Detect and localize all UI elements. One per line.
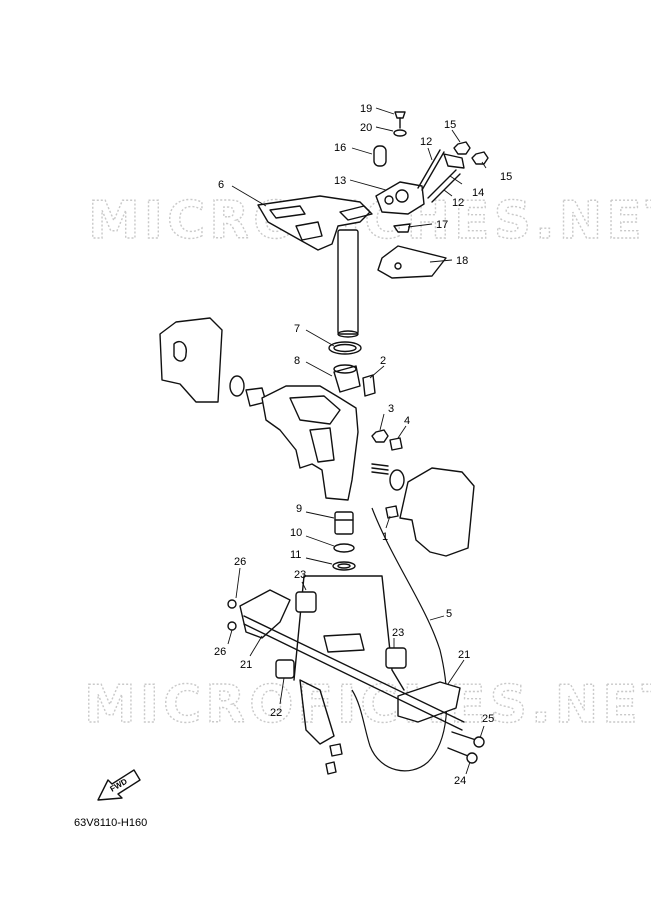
callouts: 19 20 16 12 15 15 14 13 12 6 17 18 7 8 2… — [214, 103, 512, 787]
part-2-plate — [362, 374, 376, 397]
callout-7: 7 — [294, 323, 300, 335]
callout-15-right: 15 — [500, 171, 512, 183]
callout-4: 4 — [404, 415, 410, 427]
callout-15-top: 15 — [444, 119, 456, 131]
callout-2: 2 — [380, 355, 386, 367]
part-13-bracket — [375, 181, 425, 215]
callout-22: 22 — [270, 707, 282, 719]
part-9-bushing — [334, 511, 354, 535]
lower-screw — [325, 743, 343, 775]
through-rod — [243, 615, 465, 731]
part-23-pad-left — [295, 591, 317, 613]
left-clamp-plate — [159, 317, 223, 403]
part-3-nut — [371, 429, 389, 443]
part-16-pin — [373, 145, 387, 167]
callout-6: 6 — [218, 179, 224, 191]
part-4-bolt — [389, 437, 403, 451]
callout-5: 5 — [446, 608, 452, 620]
watermark-top: MICROFICHES.NET — [88, 191, 651, 251]
swivel-bracket — [261, 385, 359, 501]
part-26-bolt-top — [227, 599, 237, 609]
callout-11: 11 — [290, 549, 301, 561]
callout-3: 3 — [388, 403, 394, 415]
callout-12-bottom: 12 — [452, 197, 464, 209]
spring-right — [371, 463, 389, 475]
callout-23-right: 23 — [392, 627, 404, 639]
part-15-nuts — [453, 141, 489, 165]
callout-20: 20 — [360, 122, 372, 134]
part-24-bolt — [447, 747, 478, 764]
part-22-pad — [275, 659, 295, 679]
part-25-bolt — [451, 731, 485, 748]
part-12-bolts — [417, 149, 461, 203]
callout-18: 18 — [456, 255, 468, 267]
callout-23-left: 23 — [294, 569, 306, 581]
part-19-screw — [394, 111, 406, 129]
right-clamp-plate — [399, 467, 475, 557]
callout-8: 8 — [294, 355, 300, 367]
fwd-arrow-icon: FWD — [97, 769, 141, 801]
callout-13: 13 — [334, 175, 346, 187]
part-23-pad-right — [385, 647, 407, 669]
callout-19: 19 — [360, 103, 372, 115]
callout-16: 16 — [334, 142, 346, 154]
callout-9: 9 — [296, 503, 302, 515]
part-6-steering-arm — [257, 195, 373, 338]
part-18-plate — [377, 245, 447, 279]
callout-14: 14 — [472, 187, 484, 199]
part-1-screw — [385, 505, 399, 519]
washer-left — [229, 375, 245, 397]
callout-24: 24 — [454, 775, 466, 787]
part-21-bracket-left — [239, 589, 291, 639]
part-11-seal — [332, 561, 356, 571]
callout-26-bottom: 26 — [214, 646, 226, 658]
callout-21-right: 21 — [458, 649, 470, 661]
part-8-bushing — [333, 364, 361, 393]
callout-10: 10 — [290, 527, 302, 539]
part-26-bolt-bottom — [227, 621, 237, 631]
part-7-ring — [328, 341, 362, 355]
callout-1: 1 — [382, 531, 388, 543]
part-17-clip — [393, 223, 411, 233]
part-5-wire — [351, 507, 448, 772]
part-20-washer — [393, 129, 407, 137]
callout-25: 25 — [482, 713, 494, 725]
leader-lines — [227, 107, 487, 775]
part-14-link — [443, 153, 465, 169]
callout-21-left: 21 — [240, 659, 252, 671]
callout-26-top: 26 — [234, 556, 246, 568]
part-10-o-ring — [333, 543, 355, 553]
callout-17: 17 — [436, 219, 448, 231]
diagram-code: 63V8110-H160 — [74, 817, 147, 829]
washer-right — [389, 469, 405, 491]
callout-12-top: 12 — [420, 136, 432, 148]
